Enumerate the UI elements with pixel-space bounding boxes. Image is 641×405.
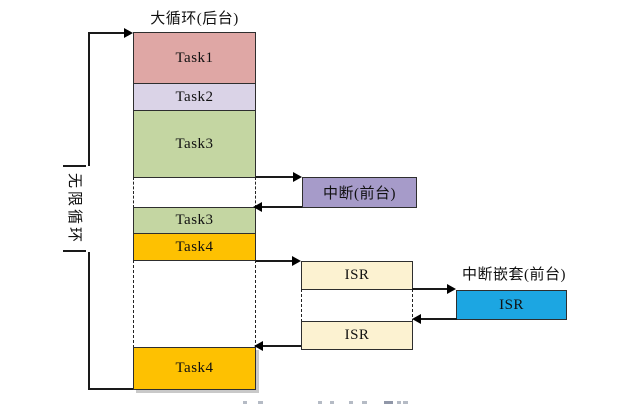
caption-fragment	[403, 401, 408, 404]
isr1-box: ISR	[301, 261, 413, 290]
nested-isr-call-line	[412, 288, 448, 290]
isr-suspended-dash-left	[301, 289, 302, 322]
caption-fragment	[318, 401, 322, 404]
caption-fragment	[362, 401, 367, 404]
loop-line-vertical-lower	[88, 252, 90, 388]
loop-arrowhead-icon	[124, 28, 133, 38]
interrupt-return-line	[262, 206, 302, 208]
column-suspended-gap-1	[133, 177, 256, 208]
caption-fragment	[397, 401, 401, 404]
isr1-call-arrowhead-icon	[292, 256, 301, 266]
interrupt-box: 中断(前台)	[302, 177, 417, 208]
caption-fragment	[258, 401, 263, 404]
infinite-loop-label: 无限循环	[66, 172, 82, 245]
task1-box: Task1	[133, 32, 256, 84]
loop-line-bottom	[88, 388, 134, 390]
task2-box: Task2	[133, 83, 256, 111]
isr2-return-line	[263, 345, 301, 347]
caption-fragment	[384, 401, 393, 404]
interrupt-call-arrowhead-icon	[293, 172, 302, 182]
nested-isr-return-line	[421, 318, 457, 320]
loop-label-tick-top	[63, 165, 86, 167]
caption-fragment	[330, 401, 334, 404]
isr2-return-arrowhead-icon	[254, 341, 263, 351]
task4-box: Task4	[133, 233, 256, 261]
caption-fragment	[349, 401, 353, 404]
background-loop-title: 大循环(后台)	[150, 11, 239, 27]
task3-box: Task3	[133, 110, 256, 178]
task4-resume-box: Task4	[133, 347, 256, 390]
isr-suspended-dash-right	[412, 289, 413, 322]
column-suspended-gap-2	[133, 260, 256, 348]
isr2-box: ISR	[301, 321, 413, 350]
loop-line-vertical-upper	[88, 32, 90, 166]
nested-isr-box: ISR	[456, 290, 567, 320]
interrupt-return-arrowhead-icon	[253, 202, 262, 212]
task3-resume-box: Task3	[133, 207, 256, 234]
loop-label-tick-bottom	[63, 250, 86, 252]
interrupt-call-line	[256, 176, 294, 178]
caption-fragment	[243, 401, 247, 404]
nested-isr-call-arrowhead-icon	[447, 284, 456, 294]
nested-isr-return-arrowhead-icon	[412, 314, 421, 324]
nested-interrupt-heading: 中断嵌套(前台)	[462, 267, 566, 283]
loop-line-top	[88, 32, 126, 34]
isr1-call-line	[256, 260, 293, 262]
